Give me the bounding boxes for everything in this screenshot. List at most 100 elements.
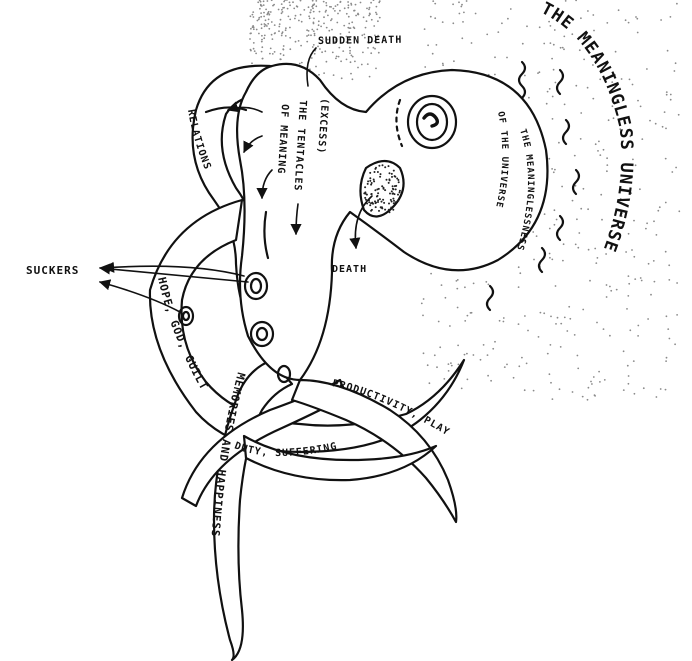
- stipple-dot: [376, 6, 378, 8]
- stipple-dot: [422, 315, 424, 317]
- stipple-dot: [321, 51, 323, 53]
- stipple-dot: [623, 350, 625, 352]
- stipple-dot: [354, 61, 356, 63]
- stipple-dot: [348, 4, 350, 6]
- stipple-dot: [269, 53, 271, 55]
- stipple-dot: [674, 343, 676, 345]
- stipple-dot: [256, 29, 258, 31]
- stipple-dot: [337, 4, 339, 6]
- stipple-dot: [657, 210, 659, 212]
- stipple-dot: [549, 228, 551, 230]
- stipple-dot: [457, 307, 459, 309]
- stipple-dot: [575, 244, 577, 246]
- stipple-dot: [332, 52, 334, 54]
- stipple-dot: [375, 12, 377, 14]
- stipple-dot: [347, 1, 349, 3]
- stipple-dot: [270, 11, 272, 13]
- stipple-dot: [588, 249, 590, 251]
- stipple-dot: [668, 279, 670, 281]
- stipple-dot: [606, 284, 608, 286]
- stipple-dot: [526, 363, 528, 365]
- stipple-dot: [565, 0, 567, 2]
- mouth-dot: [395, 188, 397, 190]
- mouth-dot: [389, 211, 391, 213]
- stipple-dot: [350, 61, 352, 63]
- stipple-dot: [323, 23, 325, 25]
- stipple-dot: [303, 9, 305, 11]
- stipple-dot: [318, 20, 320, 22]
- stipple-dot: [286, 0, 288, 1]
- stipple-dot: [558, 142, 560, 144]
- stipple-dot: [308, 6, 310, 8]
- stipple-dot: [289, 37, 291, 39]
- stipple-dot: [628, 283, 630, 285]
- stipple-dot: [490, 380, 492, 382]
- stipple-dot: [650, 294, 652, 296]
- stipple-dot: [577, 355, 579, 357]
- stipple-dot: [340, 33, 342, 35]
- stipple-dot: [357, 67, 359, 69]
- stipple-dot: [577, 368, 579, 370]
- stipple-dot: [442, 63, 444, 65]
- stipple-dot: [601, 219, 603, 221]
- mouth-dot: [364, 191, 366, 193]
- stipple-dot: [253, 48, 255, 50]
- stipple-dot: [318, 24, 320, 26]
- stipple-dot: [300, 45, 302, 47]
- stipple-dot: [528, 97, 530, 99]
- stipple-dot: [640, 277, 642, 279]
- mouth-dot: [384, 166, 386, 168]
- mouth-dot: [388, 178, 390, 180]
- stipple-dot: [575, 0, 577, 1]
- mouth-dot: [392, 188, 394, 190]
- stipple-dot: [312, 7, 314, 9]
- stipple-dot: [298, 20, 300, 22]
- stipple-dot: [647, 318, 649, 320]
- stipple-dot: [350, 3, 352, 5]
- stipple-dot: [442, 64, 444, 66]
- stipple-dot: [343, 25, 345, 27]
- stipple-dot: [473, 354, 475, 356]
- stipple-dot: [562, 47, 564, 49]
- stipple-dot: [632, 84, 634, 86]
- stipple-dot: [641, 280, 643, 282]
- mouth-dot: [367, 180, 369, 182]
- stipple-dot: [258, 17, 260, 19]
- stipple-dot: [593, 30, 595, 32]
- stipple-dot: [550, 382, 552, 384]
- stipple-dot: [599, 381, 601, 383]
- mouth-dot: [391, 176, 393, 178]
- stipple-dot: [313, 11, 315, 13]
- stipple-dot: [660, 19, 662, 21]
- stipple-dot: [623, 389, 625, 391]
- stipple-dot: [621, 78, 623, 80]
- stipple-dot: [313, 23, 315, 25]
- mouth-dot: [380, 173, 382, 175]
- stipple-dot: [569, 318, 571, 320]
- stipple-dot: [675, 167, 677, 169]
- stipple-dot: [524, 315, 526, 317]
- stipple-dot: [544, 213, 546, 215]
- stipple-dot: [580, 17, 582, 19]
- stipple-dot: [552, 398, 554, 400]
- stipple-dot: [278, 26, 280, 28]
- stipple-dot: [462, 21, 464, 23]
- stipple-dot: [572, 391, 574, 393]
- stipple-dot: [374, 48, 376, 50]
- stipple-dot: [360, 2, 362, 4]
- stipple-dot: [344, 7, 346, 9]
- mouth-dot: [388, 165, 390, 167]
- mouth-dot: [397, 194, 399, 196]
- stipple-dot: [616, 289, 618, 291]
- stipple-dot: [546, 103, 548, 105]
- stipple-dot: [594, 395, 596, 397]
- stipple-dot: [261, 35, 263, 37]
- stipple-dot: [366, 7, 368, 9]
- stipple-dot: [300, 14, 302, 16]
- mouth-dot: [399, 191, 401, 193]
- stipple-dot: [556, 219, 558, 221]
- stipple-dot: [443, 378, 445, 380]
- stipple-dot: [587, 399, 589, 401]
- stipple-dot: [281, 3, 283, 5]
- stipple-dot: [459, 13, 461, 15]
